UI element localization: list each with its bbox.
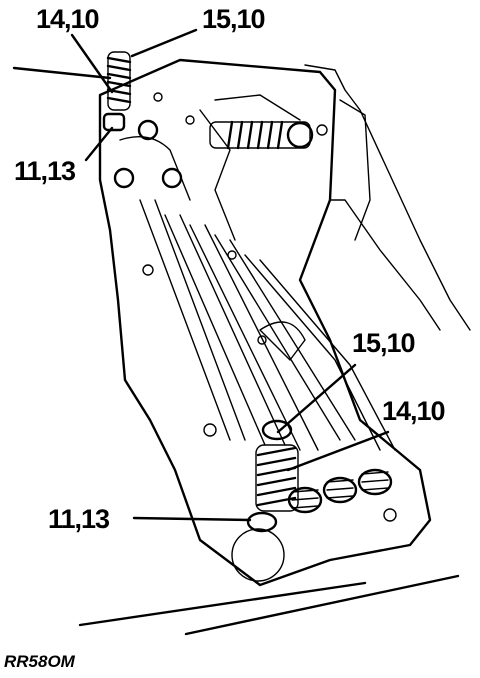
base-line bbox=[184, 574, 460, 636]
leader-line bbox=[286, 430, 390, 472]
base-line bbox=[78, 581, 367, 627]
callout-label: 15,10 bbox=[352, 328, 416, 358]
spring-upper bbox=[106, 51, 132, 111]
callout-label: 14,10 bbox=[382, 396, 446, 426]
figure-reference-code: RR58OM bbox=[4, 652, 75, 671]
leader-line bbox=[70, 33, 114, 94]
spring-lower-main bbox=[255, 419, 299, 512]
callout-label: 11,13 bbox=[14, 156, 76, 186]
springs-lower-row bbox=[287, 468, 393, 514]
callout-label: 11,13 bbox=[48, 504, 110, 534]
housing-outline bbox=[339, 99, 371, 241]
horizontal-spring-valve bbox=[209, 120, 314, 150]
port-holes bbox=[142, 92, 397, 582]
leader-line bbox=[132, 516, 252, 522]
housing-outline bbox=[304, 64, 471, 331]
leader-line bbox=[276, 363, 357, 434]
valve-body-plate bbox=[98, 58, 432, 587]
seat-lower bbox=[246, 511, 278, 533]
seat-upper bbox=[102, 112, 183, 189]
leader-line bbox=[130, 28, 198, 58]
callout-label: 14,10 bbox=[36, 4, 100, 34]
callout-label: 15,10 bbox=[202, 4, 266, 34]
leader-line bbox=[12, 66, 112, 80]
